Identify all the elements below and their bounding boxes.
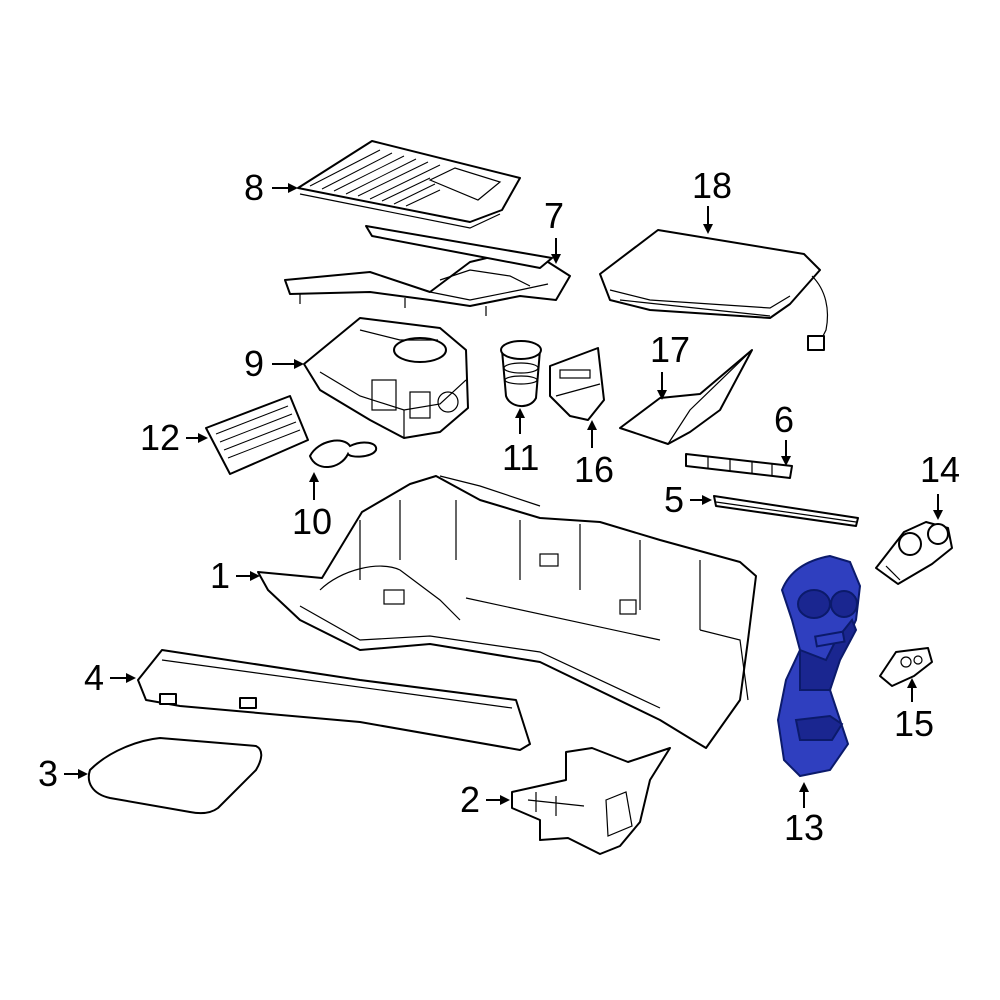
leaders [64, 183, 943, 808]
part-6-strip[interactable] [685, 453, 793, 479]
part-8-bezel[interactable] [297, 140, 521, 229]
callout-11[interactable]: 11 [502, 437, 539, 478]
part-14-switch[interactable] [875, 521, 953, 585]
callout-3[interactable]: 3 [38, 753, 58, 794]
part-1-console-body[interactable] [257, 475, 757, 749]
callout-14[interactable]: 14 [920, 449, 960, 490]
callout-4[interactable]: 4 [84, 657, 104, 698]
part-5-trim-strip[interactable] [713, 495, 859, 527]
callout-5[interactable]: 5 [664, 479, 684, 520]
part-11-cup-insert[interactable] [500, 340, 542, 407]
callout-7[interactable]: 7 [544, 195, 564, 236]
callout-10[interactable]: 10 [292, 501, 332, 542]
part-13-rear-panel[interactable] [776, 554, 862, 778]
part-3-mat[interactable] [87, 737, 263, 815]
callout-18[interactable]: 18 [692, 165, 732, 206]
callout-labels: 8 7 18 9 17 11 16 12 10 6 5 14 1 15 4 3 … [38, 165, 960, 848]
callout-1[interactable]: 1 [210, 555, 230, 596]
part-16-bracket[interactable] [549, 347, 605, 421]
callout-16[interactable]: 16 [574, 449, 614, 490]
part-9-bin-assembly[interactable] [303, 317, 469, 439]
part-2-bracket[interactable] [511, 747, 671, 855]
part-15-connector[interactable] [879, 647, 933, 687]
callout-13[interactable]: 13 [784, 807, 824, 848]
part-7-frame[interactable] [284, 225, 571, 316]
callout-12[interactable]: 12 [140, 417, 180, 458]
part-10-seal[interactable] [308, 439, 378, 468]
callout-15[interactable]: 15 [894, 703, 934, 744]
callout-2[interactable]: 2 [460, 779, 480, 820]
part-12-tray[interactable] [205, 395, 309, 475]
callout-9[interactable]: 9 [244, 343, 264, 384]
callout-6[interactable]: 6 [774, 399, 794, 440]
part-17-mat[interactable] [619, 349, 753, 445]
part-18-armrest-lid[interactable] [599, 229, 829, 351]
callout-8[interactable]: 8 [244, 167, 264, 208]
part-4-side-panel[interactable] [137, 649, 531, 751]
callout-17[interactable]: 17 [650, 329, 690, 370]
